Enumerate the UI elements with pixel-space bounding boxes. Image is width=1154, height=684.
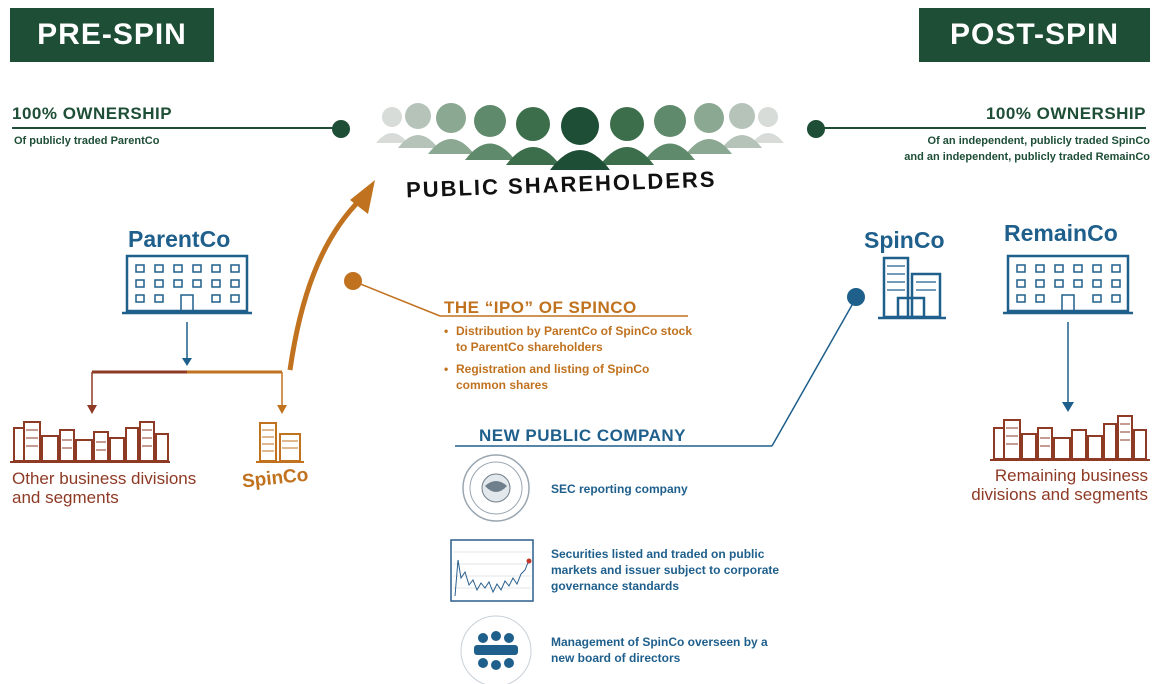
board-meeting-icon <box>460 615 532 684</box>
remaining-divisions-label: Remaining business divisions and segment… <box>971 466 1148 504</box>
spinco-post-building-icon <box>878 256 946 320</box>
other-divisions-skyline-icon <box>10 421 170 463</box>
post-ownership-title: 100% OWNERSHIP <box>985 104 1146 123</box>
stock-chart-icon <box>450 539 534 602</box>
pre-spin-banner: PRE-SPIN <box>10 8 214 62</box>
new-public-company-title: NEW PUBLIC COMPANY <box>479 426 687 445</box>
ipo-title: THE “IPO” OF SPINCO <box>444 298 637 317</box>
feature-securities-listed: Securities listed and traded on public m… <box>551 547 780 593</box>
post-spin-banner: POST-SPIN <box>919 8 1150 62</box>
feature-board-oversight: Management of SpinCo overseen by a new b… <box>551 635 768 665</box>
ipo-item: Registration and listing of SpinCo commo… <box>444 361 694 393</box>
pre-ownership-title: 100% OWNERSHIP <box>12 104 173 123</box>
parentco-label: ParentCo <box>128 226 231 252</box>
spin-arrow <box>287 198 362 371</box>
spin-arrowhead <box>350 180 375 214</box>
feature-sec-reporting: SEC reporting company <box>551 482 688 496</box>
spinco-post-label: SpinCo <box>864 227 945 253</box>
ipo-list: Distribution by ParentCo of SpinCo stock… <box>444 323 694 399</box>
pre-ownership-dot <box>332 120 350 138</box>
pre-ownership-subtitle: Of publicly traded ParentCo <box>14 135 160 147</box>
post-ownership-subtitle-1: Of an independent, publicly traded SpinC… <box>927 135 1150 147</box>
parentco-windows <box>135 264 240 312</box>
remainco-label: RemainCo <box>1004 220 1118 246</box>
new-company-dot <box>847 288 865 306</box>
ipo-item: Distribution by ParentCo of SpinCo stock… <box>444 323 694 355</box>
remaining-divisions-skyline-icon <box>990 415 1150 461</box>
spinco-pre-building-icon <box>256 422 304 463</box>
sec-seal-icon <box>462 454 530 522</box>
shareholders-crowd-icon <box>376 103 784 170</box>
post-ownership-dot <box>807 120 825 138</box>
other-divisions-label: Other business divisions and segments <box>12 469 197 507</box>
post-ownership-subtitle-2: and an independent, publicly traded Rema… <box>904 151 1150 163</box>
